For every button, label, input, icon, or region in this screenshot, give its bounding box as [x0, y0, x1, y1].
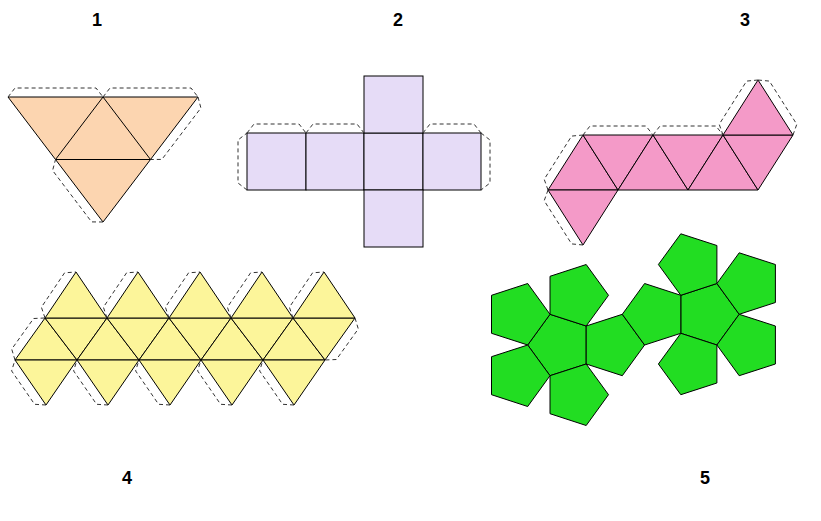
glue-tab	[8, 88, 103, 97]
face	[622, 284, 681, 346]
net-number: 1	[92, 10, 102, 31]
face	[550, 364, 609, 426]
dodecahedron-net	[492, 234, 776, 426]
glue-tab	[74, 360, 108, 405]
glue-tab	[103, 88, 198, 97]
glue-tab	[53, 160, 103, 223]
glue-tab	[758, 80, 797, 135]
glue-tab	[423, 124, 481, 133]
face	[548, 190, 618, 245]
face	[77, 360, 139, 405]
face	[293, 272, 355, 318]
tetrahedron-net	[8, 97, 198, 222]
glue-tab	[165, 272, 200, 318]
glue-tab	[653, 126, 723, 135]
glue-tab	[325, 318, 358, 360]
glue-tabs	[8, 80, 797, 405]
icosahedron-net	[15, 272, 355, 405]
net-number: 4	[122, 468, 132, 489]
glue-tab	[103, 272, 138, 318]
glue-tab	[12, 318, 45, 360]
face	[139, 360, 201, 405]
glue-tab	[544, 190, 583, 245]
cube-net	[247, 76, 481, 247]
glue-tab	[238, 133, 247, 190]
glue-tab	[289, 272, 324, 318]
face	[231, 272, 293, 318]
face	[45, 272, 107, 318]
face	[169, 272, 231, 318]
face	[263, 360, 325, 405]
face	[293, 318, 355, 360]
glue-tab	[12, 360, 46, 405]
face	[201, 360, 263, 405]
glue-tab	[583, 126, 653, 135]
octahedron-net	[548, 80, 793, 245]
face	[717, 253, 776, 314]
net-number: 5	[700, 468, 710, 489]
glue-tab	[136, 360, 170, 405]
face	[107, 272, 169, 318]
glue-tab	[544, 135, 583, 190]
face	[658, 333, 717, 394]
face	[723, 135, 793, 190]
glue-tab	[198, 360, 232, 405]
face	[723, 80, 793, 135]
face	[492, 284, 551, 346]
glue-tab	[260, 360, 294, 405]
glue-tab	[481, 133, 490, 190]
glue-tab	[719, 80, 758, 135]
face	[492, 345, 551, 407]
face	[550, 265, 609, 327]
glue-tab	[306, 124, 364, 133]
net-number: 2	[393, 10, 403, 31]
glue-tab	[41, 272, 76, 318]
face	[15, 360, 77, 405]
face	[658, 234, 717, 295]
glue-tab	[247, 124, 306, 133]
glue-tab	[227, 272, 262, 318]
net-number: 3	[740, 10, 750, 31]
glue-tab	[151, 97, 201, 160]
face	[717, 314, 776, 375]
